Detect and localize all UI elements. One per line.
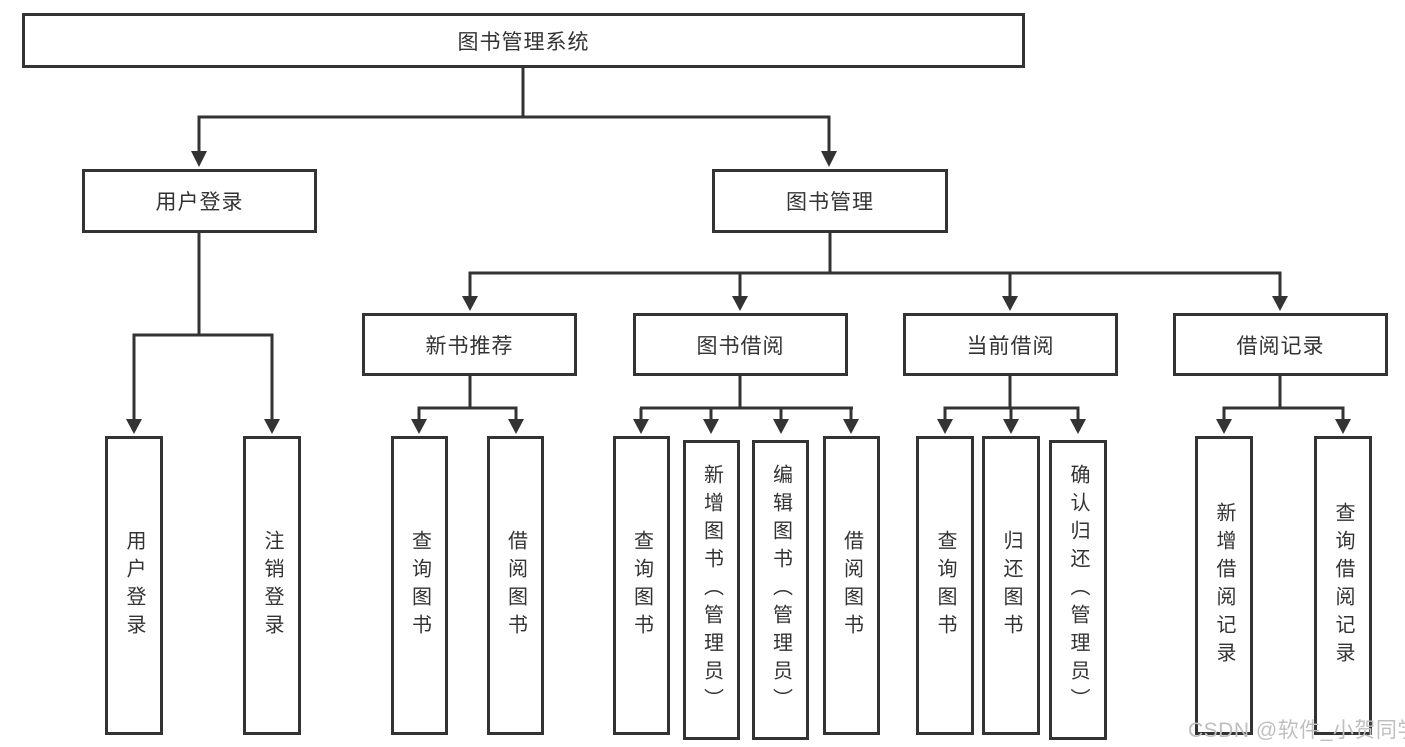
node-root: 图书管理系统: [22, 13, 1025, 68]
node-book-management-label: 图书管理: [786, 191, 874, 214]
leaf-query-books-2: 查询图书: [613, 436, 670, 735]
leaf-add-borrow-record: 新增借阅记录: [1195, 436, 1253, 735]
leaf-user-login: 用户登录: [105, 436, 163, 735]
csdn-watermark: CSDN @软件_小贺同学: [1188, 719, 1405, 742]
node-new-book-recommend-label: 新书推荐: [425, 334, 514, 358]
leaf-user-login-label: 用户登录: [123, 529, 145, 642]
leaf-add-books-admin-label: 新增图书（管理员）: [700, 464, 723, 716]
leaf-logout: 注销登录: [243, 436, 301, 735]
node-book-borrow: 图书借阅: [633, 313, 848, 376]
node-new-book-recommend: 新书推荐: [362, 313, 577, 376]
connector-book-borrow-children: [633, 376, 859, 434]
leaf-query-books-2-label: 查询图书: [630, 529, 653, 642]
leaf-return-books-label: 归还图书: [1000, 529, 1022, 642]
node-current-borrow-label: 当前借阅: [966, 334, 1055, 358]
leaf-borrow-books-2-label: 借阅图书: [840, 529, 863, 642]
leaf-query-borrow-record: 查询借阅记录: [1314, 436, 1372, 735]
node-borrow-records-label: 借阅记录: [1236, 334, 1325, 358]
connector-book-management-children: [462, 233, 1288, 311]
node-borrow-records: 借阅记录: [1173, 313, 1388, 376]
leaf-query-books-3-label: 查询图书: [934, 529, 956, 642]
leaf-add-books-admin: 新增图书（管理员）: [683, 440, 740, 740]
connector-root-to-level2: [191, 68, 837, 167]
leaf-add-borrow-record-label: 新增借阅记录: [1213, 501, 1235, 670]
leaf-edit-books-admin: 编辑图书（管理员）: [752, 440, 809, 740]
leaf-confirm-return-admin: 确认归还（管理员）: [1049, 440, 1107, 740]
node-book-management: 图书管理: [712, 169, 948, 233]
connector-borrow-records-children: [1216, 376, 1351, 434]
leaf-borrow-books-1-label: 借阅图书: [504, 529, 527, 642]
leaf-borrow-books-1: 借阅图书: [487, 436, 544, 735]
leaf-return-books: 归还图书: [982, 436, 1040, 735]
node-current-borrow: 当前借阅: [903, 313, 1118, 376]
node-user-login-label: 用户登录: [155, 191, 244, 214]
connector-new-book-recommend-children: [411, 376, 524, 434]
leaf-logout-label: 注销登录: [261, 529, 283, 642]
node-user-login: 用户登录: [82, 169, 317, 233]
node-root-label: 图书管理系统: [457, 30, 590, 54]
leaf-query-borrow-record-label: 查询借阅记录: [1332, 501, 1354, 670]
connector-user-login-children: [126, 233, 280, 434]
connector-current-borrow-children: [937, 376, 1086, 434]
leaf-query-books-1: 查询图书: [391, 436, 448, 735]
leaf-query-books-3: 查询图书: [916, 436, 974, 735]
leaf-borrow-books-2: 借阅图书: [823, 436, 880, 735]
leaf-query-books-1-label: 查询图书: [408, 529, 431, 642]
leaf-edit-books-admin-label: 编辑图书（管理员）: [769, 464, 792, 716]
leaf-confirm-return-admin-label: 确认归还（管理员）: [1067, 464, 1089, 716]
node-book-borrow-label: 图书借阅: [696, 334, 785, 358]
